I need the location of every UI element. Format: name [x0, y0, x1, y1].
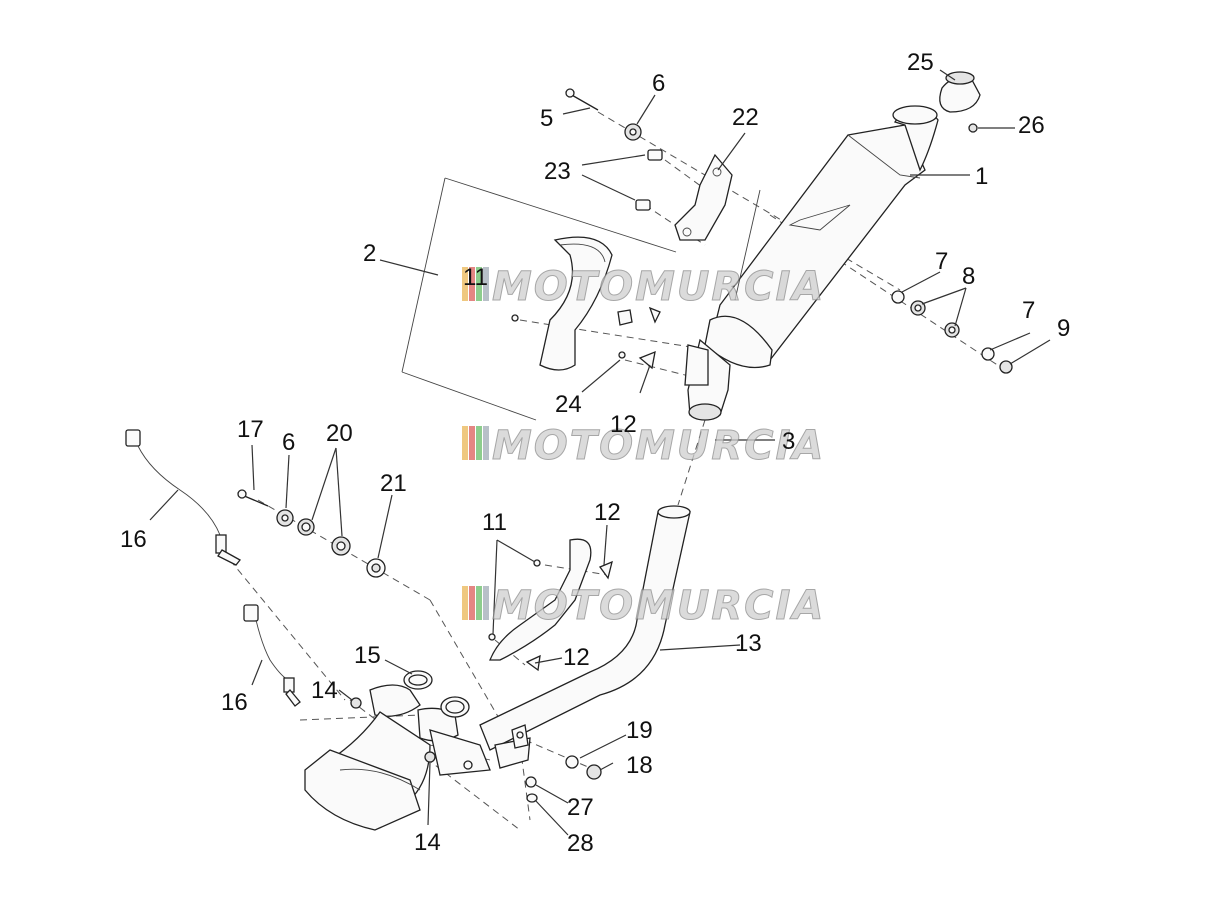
- callout-6-top: 6: [652, 70, 665, 97]
- callout-13: 13: [735, 630, 762, 657]
- callout-9: 9: [1057, 315, 1070, 342]
- callout-24: 24: [555, 391, 582, 418]
- callout-27: 27: [567, 794, 594, 821]
- end-cap: [939, 71, 981, 113]
- washer-19: [565, 755, 579, 769]
- heat-shield-upper: [539, 236, 613, 371]
- callout-14-upper: 14: [311, 677, 338, 704]
- callout-18: 18: [626, 752, 653, 779]
- callout-15: 15: [354, 642, 381, 669]
- callout-20: 20: [326, 420, 353, 447]
- callout-3: 3: [782, 428, 795, 455]
- washer-28: [526, 793, 538, 803]
- small-screw: [968, 123, 978, 133]
- watermark-middle: MOTOMURCIA: [462, 423, 825, 470]
- heat-shield-group-outline: [401, 177, 677, 421]
- watermark-stripe: [469, 426, 475, 460]
- watermark-stripe: [476, 426, 482, 460]
- watermark-stripe: [469, 586, 475, 620]
- watermark-text: MOTOMURCIA: [492, 423, 825, 469]
- callout-12-top: 12: [610, 411, 637, 438]
- nut-14-upper: [350, 697, 362, 709]
- leader-lines: [149, 69, 1051, 836]
- washer-7-lower: [981, 347, 995, 361]
- callout-14-lower: 14: [414, 829, 441, 856]
- callout-23: 23: [544, 158, 571, 185]
- callout-21: 21: [380, 470, 407, 497]
- callout-17: 17: [237, 416, 264, 443]
- screw-23-upper: [647, 149, 663, 161]
- watermark-stripe: [476, 586, 482, 620]
- callout-labels: 1 2 3 5 6 6 7 7 8 9 11 11 12 12 12 13 14…: [120, 49, 1070, 857]
- clip-and-screws-upper: [511, 306, 661, 370]
- washer-7-upper: [891, 290, 905, 304]
- bushing-21: [366, 558, 386, 578]
- callout-22: 22: [732, 104, 759, 131]
- rubber-8-a: [910, 300, 926, 316]
- exhaust-manifold: [304, 684, 491, 831]
- callout-5: 5: [540, 105, 553, 132]
- nut-9: [999, 360, 1013, 374]
- mounting-bracket: [674, 153, 733, 241]
- watermark-text: MOTOMURCIA: [492, 583, 825, 629]
- bolt-17: [237, 489, 269, 507]
- heat-shield-lower: [488, 538, 613, 672]
- nut-14-lower: [424, 751, 436, 763]
- callout-7-lower: 7: [1022, 297, 1035, 324]
- watermark-text: MOTOMURCIA: [492, 264, 825, 310]
- watermark-stripe: [462, 267, 468, 301]
- rubber-8-b: [944, 322, 960, 338]
- callout-16-lower: 16: [221, 689, 248, 716]
- callout-2: 2: [363, 240, 376, 267]
- callout-11-lower: 11: [482, 509, 507, 536]
- assembly-axis-lines: [229, 111, 1006, 831]
- callout-25: 25: [907, 49, 934, 76]
- callout-8: 8: [962, 263, 975, 290]
- spacer-20-a: [297, 518, 315, 536]
- callout-12-low: 12: [563, 644, 590, 671]
- rubber-grommet-6-left: [276, 509, 294, 527]
- lambda-sensor-upper: [125, 429, 241, 566]
- callout-12-mid: 12: [594, 499, 621, 526]
- gasket-15-b: [440, 696, 470, 718]
- watermark-stripe: [462, 426, 468, 460]
- callout-19: 19: [626, 717, 653, 744]
- callout-6-left: 6: [282, 429, 295, 456]
- watermark-top: MOTOMURCIA: [462, 264, 825, 311]
- watermark-stripe: [483, 426, 489, 460]
- callout-28: 28: [567, 830, 594, 857]
- screw-27: [525, 776, 537, 788]
- rubber-grommet-6-top: [624, 123, 642, 141]
- watermark-bottom: MOTOMURCIA: [462, 583, 825, 630]
- watermark-stripe: [469, 267, 475, 301]
- exhaust-pipe: [479, 505, 691, 769]
- callout-7-upper: 7: [935, 248, 948, 275]
- callout-16-upper: 16: [120, 526, 147, 553]
- watermark-stripe: [462, 586, 468, 620]
- bolt-5: [565, 88, 599, 111]
- callout-1: 1: [975, 163, 988, 190]
- watermark-stripe: [476, 267, 482, 301]
- lambda-sensor-lower: [243, 604, 301, 707]
- screw-23-lower: [635, 199, 651, 211]
- silencer: [684, 105, 939, 421]
- callout-11-top: 11: [463, 264, 488, 291]
- callout-26: 26: [1018, 112, 1045, 139]
- watermark-stripe: [483, 586, 489, 620]
- gasket-15-a: [403, 670, 433, 690]
- spacer-20-b: [331, 536, 351, 556]
- watermark-stripe: [483, 267, 489, 301]
- nut-18: [586, 764, 602, 780]
